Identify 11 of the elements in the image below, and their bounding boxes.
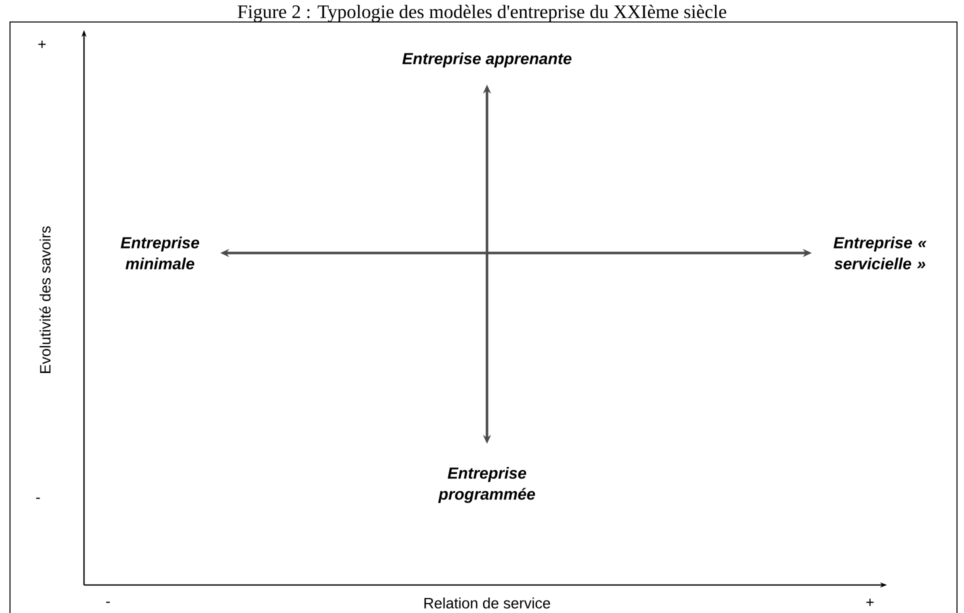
axis-label: Evolutivité des savoirs xyxy=(39,226,51,373)
quadrant-label: Entreprise apprenante xyxy=(402,52,572,68)
title: Figure 2 : Typologie des modèles d'entreprise du XXIème siècle xyxy=(238,4,726,22)
quadrant-label: Entreprise programmée xyxy=(438,467,535,503)
quadrant-label: Entreprise minimale xyxy=(120,236,200,270)
axis-label: + xyxy=(38,40,46,48)
axis-label: - xyxy=(106,602,110,603)
axis-label: - xyxy=(36,498,40,499)
axis-label: Relation de service xyxy=(424,597,550,608)
quadrant-label: Entreprise « servicielle » xyxy=(834,236,926,270)
axis-label: + xyxy=(866,598,874,606)
